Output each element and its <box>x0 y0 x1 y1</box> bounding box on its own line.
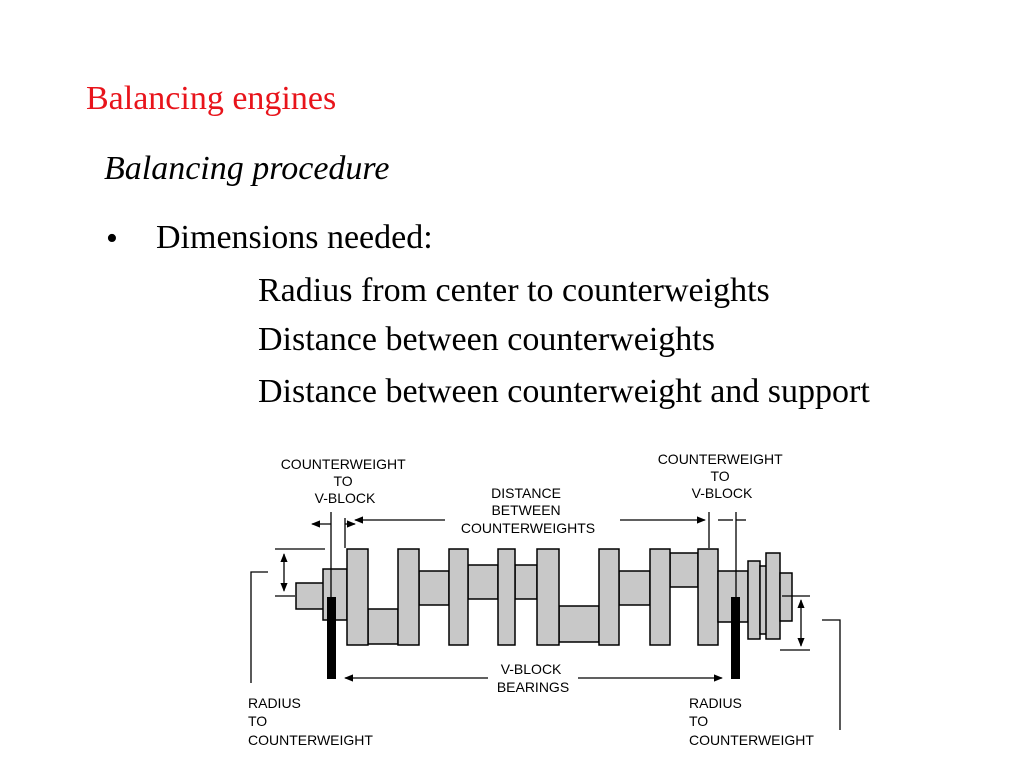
label-vblock-line2: BEARINGS <box>497 679 569 695</box>
label-cw-right-line1: COUNTERWEIGHT <box>658 451 783 467</box>
slide-title: Balancing engines <box>86 80 337 117</box>
label-radius-right-line1: RADIUS <box>689 695 742 711</box>
label-cw-right-line2: TO <box>710 468 729 484</box>
label-radius-right-line3: COUNTERWEIGHT <box>689 732 814 748</box>
sub-item-distance-support: Distance between counterweight and suppo… <box>258 373 870 410</box>
label-radius-left-line1: RADIUS <box>248 695 301 711</box>
crankshaft <box>295 548 793 646</box>
label-cw-left-line1: COUNTERWEIGHT <box>281 456 406 472</box>
label-cw-right-line3: V-BLOCK <box>692 485 753 501</box>
label-radius-left-line2: TO <box>248 713 267 729</box>
label-cw-left-line2: TO <box>333 473 352 489</box>
label-radius-left-line3: COUNTERWEIGHT <box>248 732 373 748</box>
sub-item-radius: Radius from center to counterweights <box>258 272 770 309</box>
label-distance-between-counterweights: DISTANCE BETWEEN COUNTERWEIGHTS <box>461 485 595 536</box>
label-radius-right: RADIUS TO COUNTERWEIGHT <box>689 695 814 748</box>
label-distance-line1: DISTANCE <box>491 485 561 501</box>
dimension-lines <box>250 512 841 730</box>
bullet-marker: • <box>106 220 118 257</box>
v-block-right <box>731 597 740 679</box>
label-radius-right-line2: TO <box>689 713 708 729</box>
bullet-text: Dimensions needed: <box>156 219 433 256</box>
sub-item-distance-counterweights: Distance between counterweights <box>258 321 715 358</box>
label-distance-line3: COUNTERWEIGHTS <box>461 520 595 536</box>
v-block-left <box>327 597 336 679</box>
label-cw-left-line3: V-BLOCK <box>315 490 376 506</box>
slide-subtitle: Balancing procedure <box>104 150 390 187</box>
label-vblock-bearings: V-BLOCK BEARINGS <box>497 661 569 695</box>
label-counterweight-to-vblock-left: COUNTERWEIGHT TO V-BLOCK <box>281 456 410 506</box>
label-counterweight-to-vblock-right: COUNTERWEIGHT TO V-BLOCK <box>658 451 787 501</box>
label-vblock-line1: V-BLOCK <box>501 661 562 677</box>
label-radius-left: RADIUS TO COUNTERWEIGHT <box>248 695 373 748</box>
label-distance-line2: BETWEEN <box>491 502 560 518</box>
